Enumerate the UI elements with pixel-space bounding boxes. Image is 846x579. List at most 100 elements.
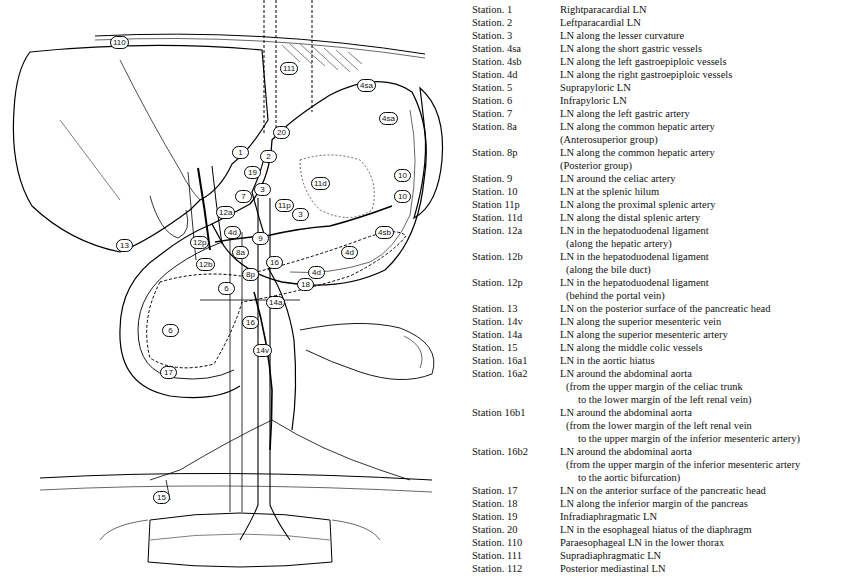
station-description: LN along the common hepatic artery — [560, 121, 715, 133]
station-id: Station. 14v — [472, 316, 523, 328]
station-description: (from the lower margin of the left renal… — [566, 420, 752, 432]
station-description: LN along the superior mesenteric vein — [560, 316, 721, 328]
callout-number: 6 — [218, 282, 235, 295]
station-description: LN on the posterior surface of the pancr… — [560, 303, 771, 315]
station-id: Station. 1 — [472, 4, 512, 16]
callout-number: 16 — [242, 316, 259, 329]
station-id: Station. 18 — [472, 498, 518, 510]
callout-number: 4sb — [375, 226, 394, 239]
station-description: LN around the abdominal aorta — [560, 407, 692, 419]
station-id: Station. 10 — [472, 186, 518, 198]
station-description: LN along the proximal splenic artery — [560, 199, 715, 211]
station-description: Suprapyloric LN — [560, 82, 631, 94]
station-description: LN along the common hepatic artery — [560, 147, 715, 159]
station-description: LN along the left gastroepiploic vessels — [560, 56, 727, 68]
station-id: Station. 20 — [472, 524, 518, 536]
station-id: Station. 11d — [472, 212, 522, 224]
callout-number: 9 — [252, 232, 269, 245]
station-description: LN in the aortic hiatus — [560, 355, 654, 367]
station-id: Station. 110 — [472, 537, 522, 549]
callout-number: 14v — [253, 344, 272, 357]
station-description: LN on the anterior surface of the pancre… — [560, 485, 766, 497]
station-description: Paraesophageal LN in the lower thorax — [560, 537, 724, 549]
station-description: LN around the abdominal aorta — [560, 368, 692, 380]
callout-number: 2 — [260, 150, 277, 163]
callout-number: 12p — [190, 236, 209, 249]
station-id: Station. 4sa — [472, 43, 521, 55]
callout-number: 8a — [232, 246, 249, 259]
station-id: Station. 16b2 — [472, 446, 528, 458]
station-id: Station. 17 — [472, 485, 518, 497]
callout-number: 3 — [254, 183, 271, 196]
station-description: LN along the inferior margin of the panc… — [560, 498, 748, 510]
callout-number: 4d — [224, 226, 241, 239]
station-description: Infradiaphragmatic LN — [560, 511, 657, 523]
station-description: LN in the hepatoduodenal ligament — [560, 225, 709, 237]
station-description: LN along the superior mesenteric artery — [560, 329, 728, 341]
station-id: Station. 4d — [472, 69, 518, 81]
callout-number: 18 — [297, 278, 314, 291]
station-description: LN at the splenic hilum — [560, 186, 659, 198]
station-description: LN in the esophageal hiatus of the diaph… — [560, 524, 752, 536]
station-description: (Anterosuperior group) — [560, 134, 658, 146]
station-description: Infrapyloric LN — [560, 95, 627, 107]
station-description: Posterior mediastinal LN — [560, 563, 666, 575]
callout-number: 6 — [162, 324, 179, 337]
callout-number: 10 — [394, 190, 411, 203]
callout-number: 8p — [242, 268, 259, 281]
station-id: Station. 16a1 — [472, 355, 527, 367]
callout-number: 3 — [292, 208, 309, 221]
station-id: Station. 19 — [472, 511, 518, 523]
callout-number: 14a — [266, 296, 285, 309]
station-description: (behind the portal vein) — [566, 290, 665, 302]
station-id: Station. 14a — [472, 329, 522, 341]
station-id: Station. 6 — [472, 95, 512, 107]
station-description: Rightparacardial LN — [560, 4, 647, 16]
station-id: Station. 111 — [472, 550, 522, 562]
callout-number: 110 — [110, 36, 129, 49]
station-id: Station. 2 — [472, 17, 512, 29]
station-id: Station. 12a — [472, 225, 522, 237]
callout-number: 10 — [394, 169, 411, 182]
callout-number: 15 — [153, 491, 170, 504]
station-description: (along the hepatic artery) — [566, 238, 672, 250]
station-id: Station. 3 — [472, 30, 512, 42]
station-description: LN along the lesser curvature — [560, 30, 684, 42]
station-id: Station. 112 — [472, 563, 522, 575]
station-description: Leftparacardial LN — [560, 17, 641, 29]
callout-number: 4d — [308, 266, 325, 279]
station-description: to the aortic bifurcation) — [578, 472, 680, 484]
station-id: Station. 15 — [472, 342, 518, 354]
station-description: LN in the hepatoduodenal ligament — [560, 277, 709, 289]
station-id: Station. 8p — [472, 147, 518, 159]
station-description: (from the upper margin of the inferior m… — [566, 459, 800, 471]
station-id: Station. 16a2 — [472, 368, 527, 380]
station-description: (Posterior group) — [560, 160, 632, 172]
station-description: LN along the right gastroepiploic vessel… — [560, 69, 732, 81]
callout-number: 11p — [275, 199, 294, 212]
station-description: LN along the distal splenic artery — [560, 212, 700, 224]
station-id: Station 16b1 — [472, 407, 525, 419]
station-id: Station. 8a — [472, 121, 517, 133]
station-description: LN along the middle colic vessels — [560, 342, 703, 354]
station-description: (along the bile duct) — [566, 264, 651, 276]
station-description: to the upper margin of the inferior mese… — [578, 433, 800, 445]
callout-number: 16 — [266, 256, 283, 269]
callout-number: 1 — [232, 146, 249, 159]
station-id: Station. 7 — [472, 108, 512, 120]
callout-number: 4d — [341, 246, 358, 259]
callout-number: 7 — [235, 190, 252, 203]
station-id: Station. 13 — [472, 303, 518, 315]
station-description: (from the upper margin of the celiac tru… — [566, 381, 743, 393]
station-id: Station. 4sb — [472, 56, 522, 68]
callout-number: 11d — [311, 177, 330, 190]
station-description: LN along the left gastric artery — [560, 108, 690, 120]
station-description: LN along the short gastric vessels — [560, 43, 702, 55]
callout-number: 20 — [273, 126, 290, 139]
callout-number: 13 — [116, 239, 133, 252]
station-description: to the lower margin of the left renal ve… — [578, 394, 752, 406]
callout-number: 12b — [196, 258, 215, 271]
station-description: LN around the abdominal aorta — [560, 446, 692, 458]
station-id: Station. 5 — [472, 82, 512, 94]
callout-number: 12a — [216, 206, 235, 219]
